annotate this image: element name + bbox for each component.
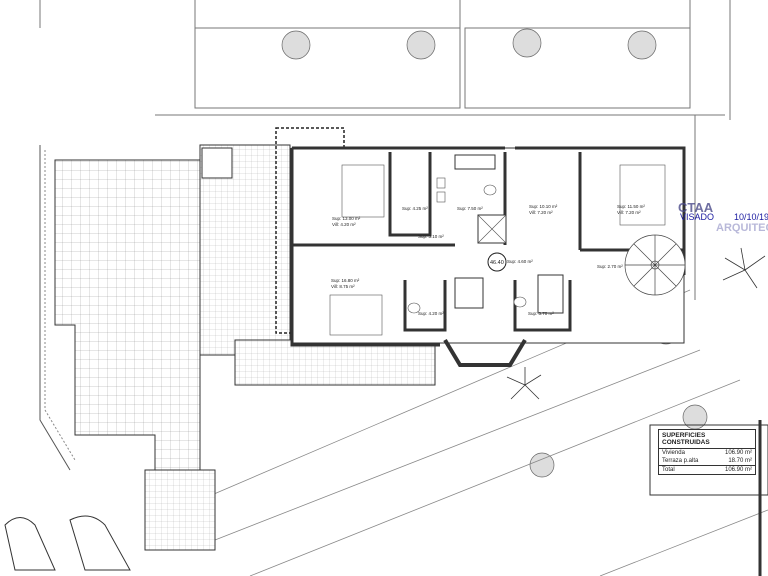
bed-icons — [329, 164, 666, 336]
surfaces-row: Vivienda 106.90 m² — [659, 449, 755, 457]
spiral-staircase — [624, 234, 686, 296]
level-marker-value: 46.40 — [490, 260, 504, 266]
room-label-vill: Vill: 4.20 m² — [332, 222, 356, 227]
room-label-vill: Vill: 8.75 m² — [331, 284, 355, 289]
car-icons — [4, 515, 131, 571]
stamp-date: 10/10/19 — [734, 212, 768, 222]
pool-area — [54, 159, 201, 471]
row-value: 106.90 m² — [724, 450, 752, 456]
tree-icons — [281, 28, 708, 478]
row-label: Terraza p.alta — [662, 458, 699, 464]
room-label-sup: Sup: 3.10 m² — [418, 234, 444, 239]
stamp-org: CTAA — [678, 200, 714, 215]
row-label: Vivienda — [662, 450, 685, 456]
visado-stamp: CTAA VISADO 10/10/19 ARQUITECTES — [676, 200, 768, 240]
stamp-watermark: ARQUITECTES — [716, 222, 768, 234]
row-value: 18.70 m² — [728, 458, 752, 464]
surfaces-table: SUPERFICIES CONSTRUIDAS Vivienda 106.90 … — [658, 429, 756, 475]
room-label-sup: Sup: 4.60 m² — [507, 259, 533, 264]
room-label-sup: Sup: 13.00 m² — [332, 216, 361, 221]
room-label-sup: Sup: 3.70 m² — [528, 311, 554, 316]
surfaces-title: SUPERFICIES CONSTRUIDAS — [659, 430, 755, 449]
room-label-sup: Sup: 2.70 m² — [597, 264, 623, 269]
room-label-sup: Sup: 7.50 m² — [457, 206, 483, 211]
room-label-vill: Vill: 7.20 m² — [529, 210, 553, 215]
slope-lines — [199, 289, 768, 576]
room-label-sup: Sup: 16.80 m² — [331, 278, 360, 283]
room-label-sup: Sup: 4.25 m² — [402, 206, 428, 211]
garden-plots — [39, 0, 731, 300]
room-labels: Sup: 13.00 m² Vill: 4.20 m² Sup: 4.25 m²… — [331, 204, 645, 316]
bathroom-fixture-icons — [407, 177, 527, 314]
surfaces-total-row: Total 106.90 m² — [659, 465, 755, 474]
total-value: 106.90 m² — [724, 467, 752, 473]
level-marker — [487, 252, 507, 272]
room-label-sup: Sup: 11.50 m² — [617, 204, 645, 209]
room-label-sup: Sup: 4.20 m² — [418, 311, 444, 316]
room-label-sup: Sup: 10.10 m² — [529, 204, 558, 209]
total-label: Total — [662, 467, 675, 473]
terrace — [199, 144, 291, 356]
stamp-label: VISADO — [680, 212, 715, 222]
surfaces-row: Terraza p.alta 18.70 m² — [659, 457, 755, 465]
room-label-vill: Vill: 7.20 m² — [617, 210, 641, 215]
palm-icons — [506, 247, 766, 400]
